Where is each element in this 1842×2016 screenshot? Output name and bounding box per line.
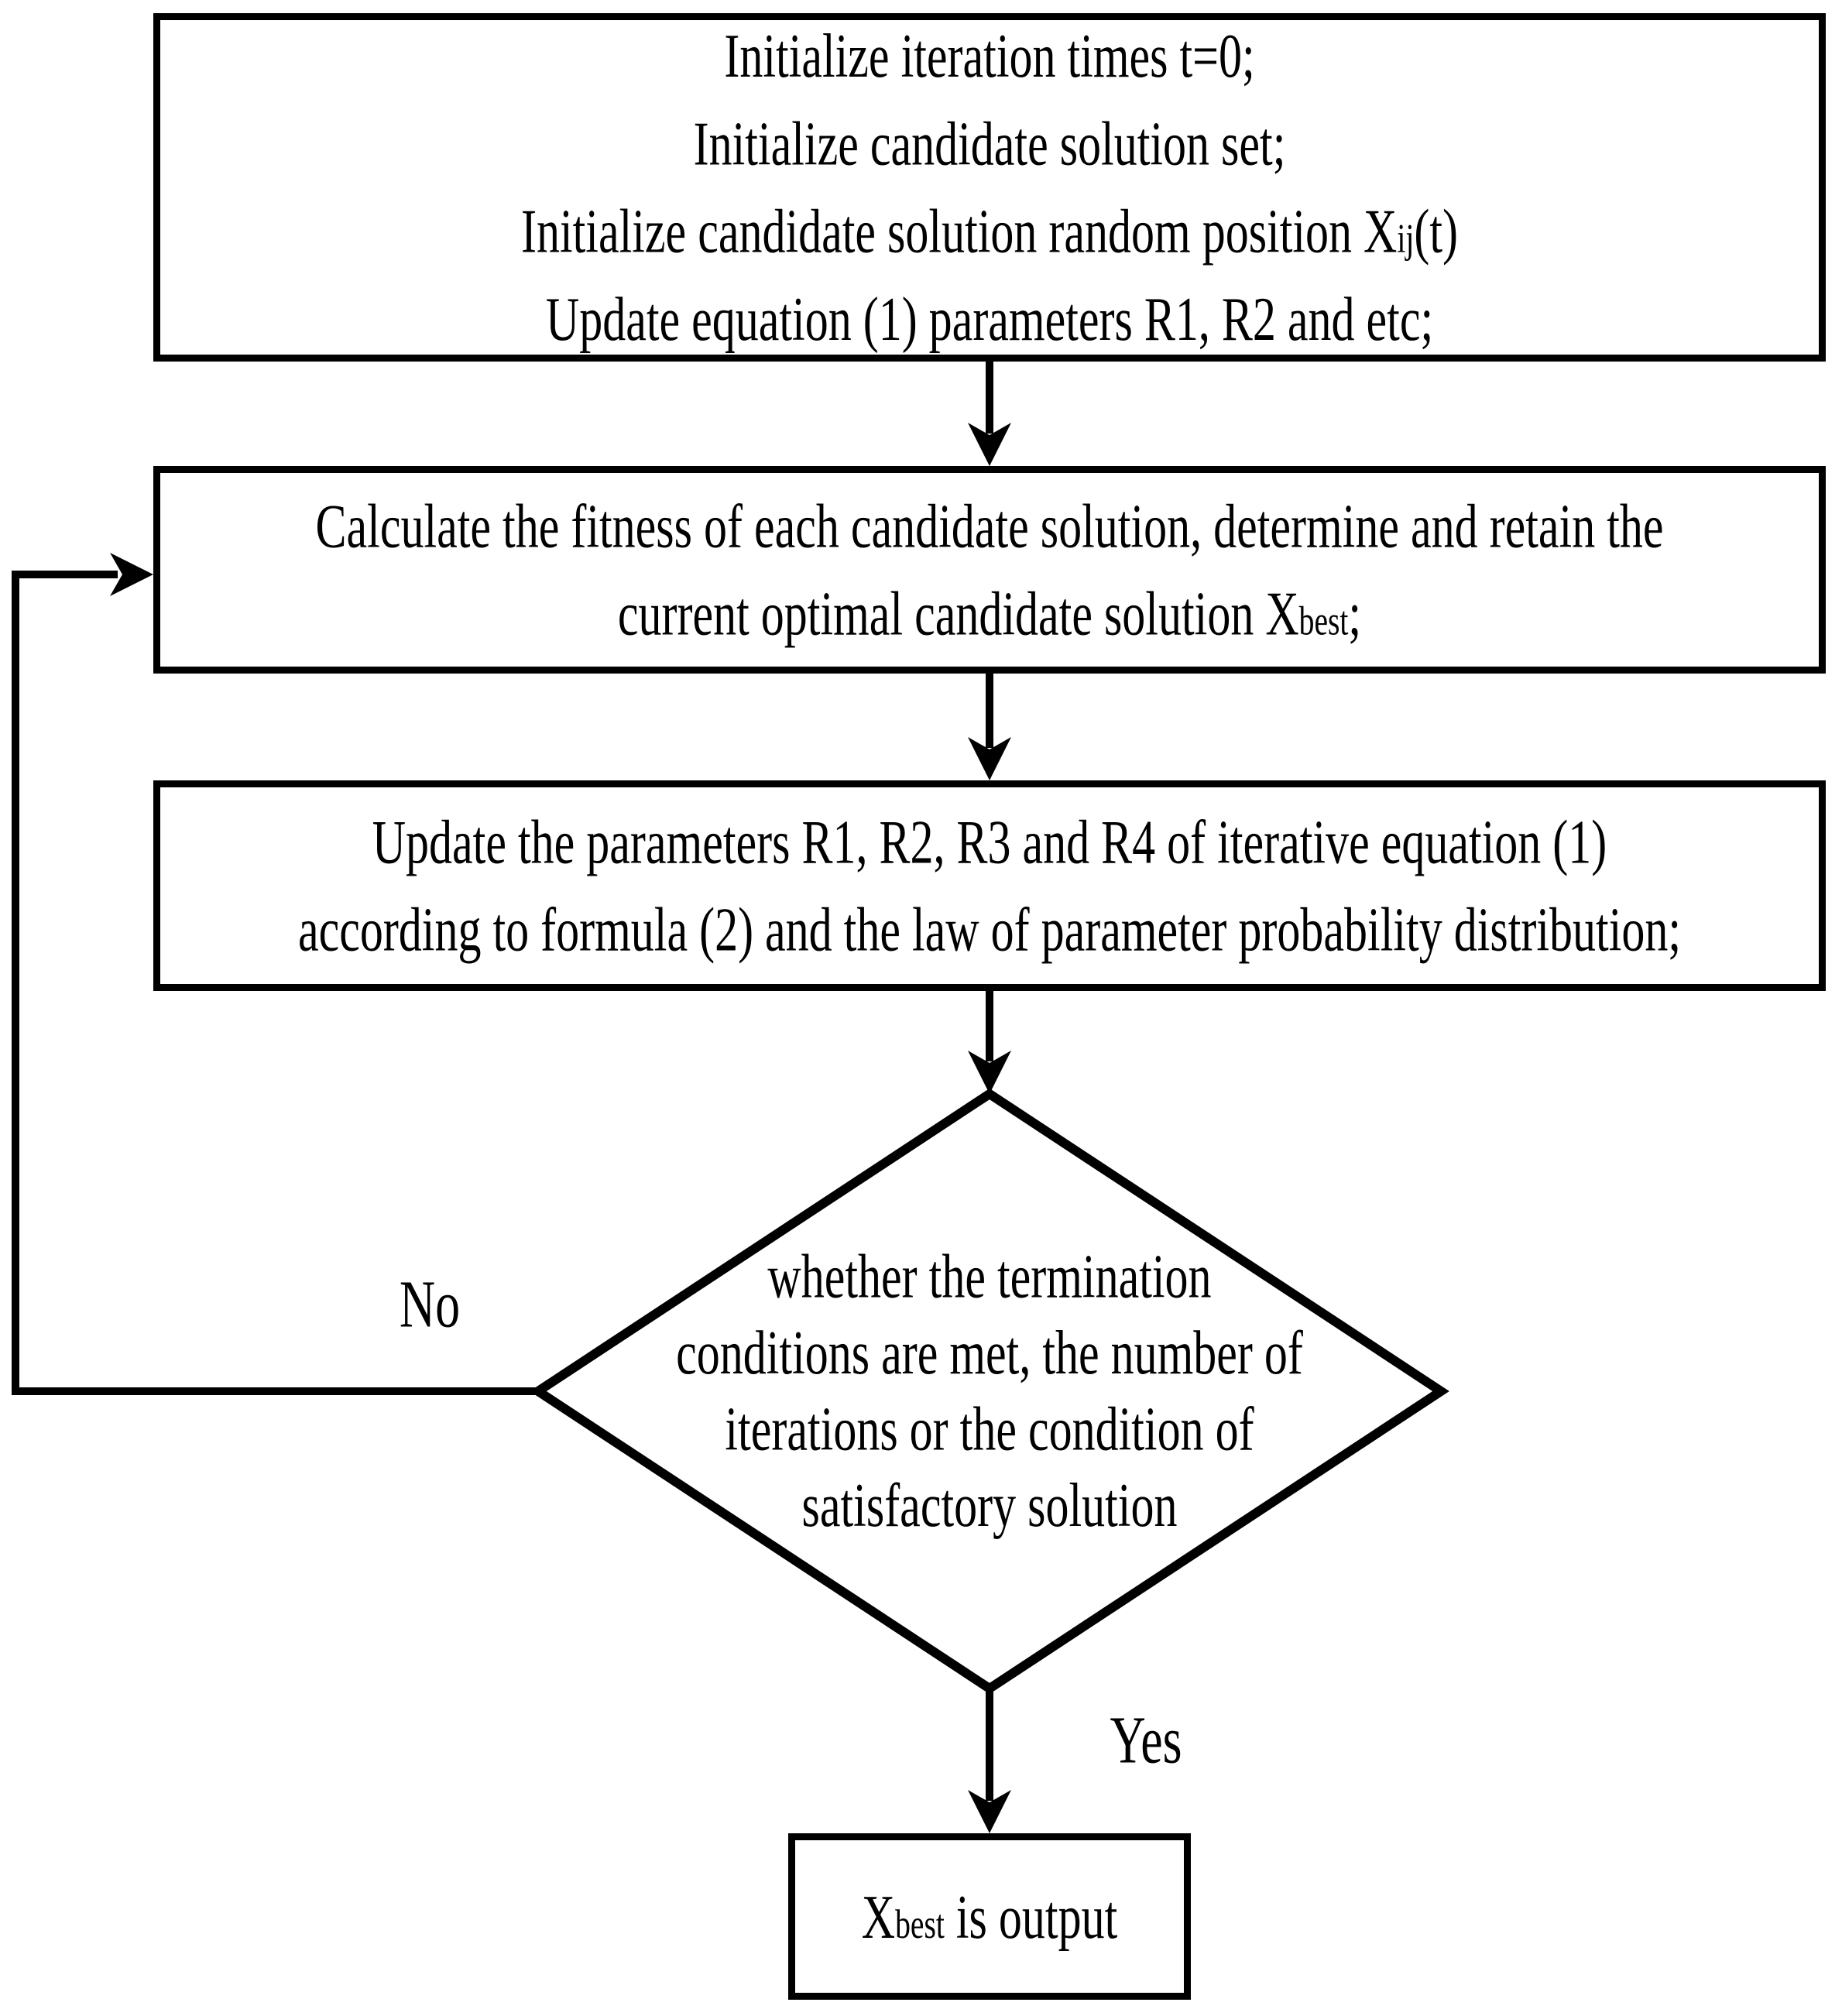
text-line: Xbest is output [861,1881,1118,1952]
text-line: conditions are met, the number of [676,1318,1303,1387]
text-line: Initialize iteration times t=0; [724,21,1255,91]
update-parameters-process-box: Update the parameters R1, R2, R3 and R4 … [153,780,1826,991]
text-line: Update the parameters R1, R2, R3 and R4 … [372,807,1607,876]
arrowhead-right-icon [110,553,153,596]
text-line: according to formula (2) and the law of … [297,895,1682,965]
arrowhead-down-icon [968,423,1011,466]
init-process-box: Initialize iteration times t=0; Initializ… [153,13,1826,362]
no-loop-line [12,571,538,1395]
text-line: current optimal candidate solution Xbest… [617,579,1362,649]
output-process-text: Xbest is output [862,1873,1117,1960]
text-line: Update equation (1) parameters R1, R2 an… [545,284,1434,354]
no-branch-label: No [399,1267,461,1342]
termination-decision-text: whether the termination conditions are me… [676,1239,1303,1544]
fitness-process-box: Calculate the fitness of each candidate … [153,466,1826,674]
text-line: whether the termination [767,1241,1212,1311]
output-process-box: Xbest is output [788,1833,1191,2000]
text-line: satisfactory solution [801,1470,1178,1540]
fitness-process-text: Calculate the fitness of each candidate … [316,482,1664,658]
arrowhead-down-icon [968,1051,1011,1094]
text-line: iterations or the condition of [725,1394,1254,1464]
text-line: Calculate the fitness of each candidate … [315,491,1664,561]
arrowhead-down-icon [968,737,1011,780]
text-line: Initialize candidate solution random pos… [520,197,1459,266]
yes-branch-label: Yes [1110,1702,1182,1778]
init-process-text: Initialize iteration times t=0; Initializ… [521,12,1458,363]
decision-diamond-shape [530,1088,1449,1695]
termination-decision-node: whether the termination conditions are me… [525,1242,1454,1540]
text-line: Initialize candidate solution set; [693,108,1286,178]
update-parameters-text: Update the parameters R1, R2, R3 and R4 … [298,798,1681,974]
arrowhead-down-icon [968,1790,1011,1833]
